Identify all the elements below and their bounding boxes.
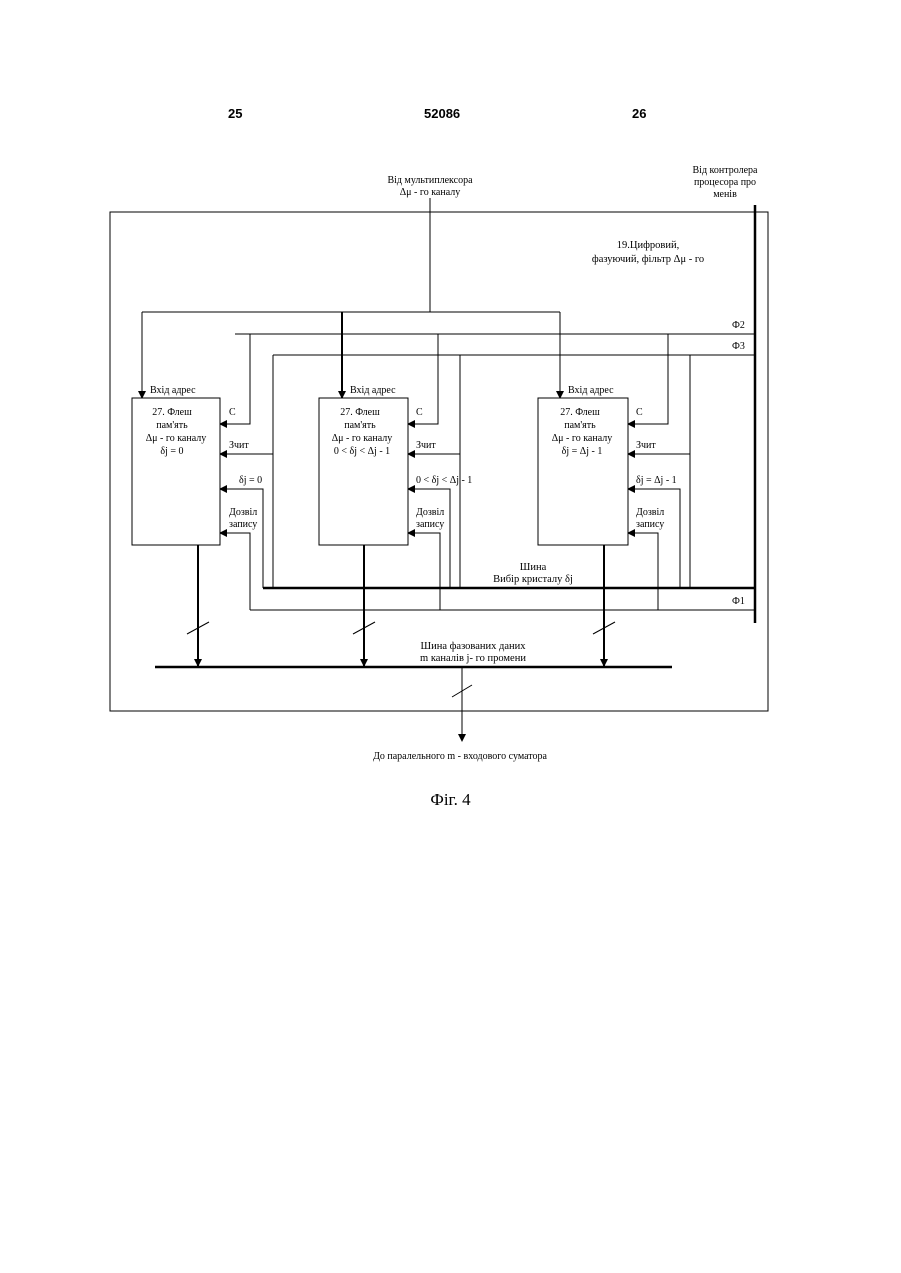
block-2-port-c: С	[416, 407, 423, 418]
input-top-label-2: Δμ - го каналу	[400, 187, 461, 198]
cond-feed-1	[220, 489, 263, 588]
block-1-port-c: С	[229, 407, 236, 418]
input-right-label-1: Від контролера	[693, 165, 759, 176]
input-right-label-3: менів	[713, 189, 737, 200]
block-1-condition: δj = 0	[239, 475, 262, 486]
phi1-label: Ф1	[732, 596, 745, 607]
block-1-address-label: Вхід адрес	[150, 385, 196, 396]
block-2-address-label: Вхід адрес	[350, 385, 396, 396]
block-3-write-1: Дозвіл	[636, 507, 664, 518]
write-feed-3	[628, 533, 658, 610]
block-3-address-label: Вхід адрес	[568, 385, 614, 396]
block-2-title-3: Δμ - го каналу	[332, 433, 393, 444]
filter-title-1: 19.Цифровий,	[617, 240, 679, 251]
write-feed-2	[408, 533, 440, 610]
block-1-write-1: Дозвіл	[229, 507, 257, 518]
block-1-title-4: δj = 0	[160, 446, 183, 457]
chip-bus-label-2: Вибір кристалу δj	[493, 574, 573, 585]
block-2-port-read: Зчит	[416, 440, 436, 451]
c-feed-3	[628, 334, 668, 424]
input-top-label-1: Від мультиплексора	[387, 175, 473, 186]
chip-bus-label-1: Шина	[520, 562, 547, 573]
write-feed-1	[220, 533, 250, 610]
cond-feed-3	[628, 489, 680, 588]
block-diagram: Від мультиплексора Δμ - го каналу Від ко…	[0, 0, 901, 800]
phi3-label: Ф3	[732, 341, 745, 352]
block-3-port-read: Зчит	[636, 440, 656, 451]
input-right-label-2: процесора про	[694, 177, 756, 188]
block-2-write-2: запису	[416, 519, 444, 530]
block-2-title-4: 0 < δj < Δj - 1	[334, 446, 390, 457]
c-feed-2	[408, 334, 438, 424]
block-2-title-2: пам'ять	[344, 420, 376, 431]
cond-feed-2	[408, 489, 450, 588]
block-3-port-c: С	[636, 407, 643, 418]
block-1-title-1: 27. Флеш	[152, 407, 192, 418]
block-3-title-1: 27. Флеш	[560, 407, 600, 418]
block-1-write-2: запису	[229, 519, 257, 530]
block-1-port-read: Зчит	[229, 440, 249, 451]
block-1-title-2: пам'ять	[156, 420, 188, 431]
data-bus-label-1: Шина фазованих даних	[421, 641, 527, 652]
output-label: До паралельного m - входового суматора	[373, 751, 547, 762]
data-bus-label-2: m каналів j- го промени	[420, 653, 526, 664]
block-2-write-1: Дозвіл	[416, 507, 444, 518]
block-2-title-1: 27. Флеш	[340, 407, 380, 418]
block-1-title-3: Δμ - го каналу	[146, 433, 207, 444]
block-3-title-2: пам'ять	[564, 420, 596, 431]
phi2-label: Ф2	[732, 320, 745, 331]
block-3-title-4: δj = Δj - 1	[562, 446, 603, 457]
block-3-write-2: запису	[636, 519, 664, 530]
figure-caption: Фіг. 4	[0, 790, 901, 810]
block-2-condition: 0 < δj < Δj - 1	[416, 475, 472, 486]
filter-title-2: фазуючий, фільтр Δμ - го	[592, 254, 704, 265]
block-3-title-3: Δμ - го каналу	[552, 433, 613, 444]
block-3-condition: δj = Δj - 1	[636, 475, 677, 486]
